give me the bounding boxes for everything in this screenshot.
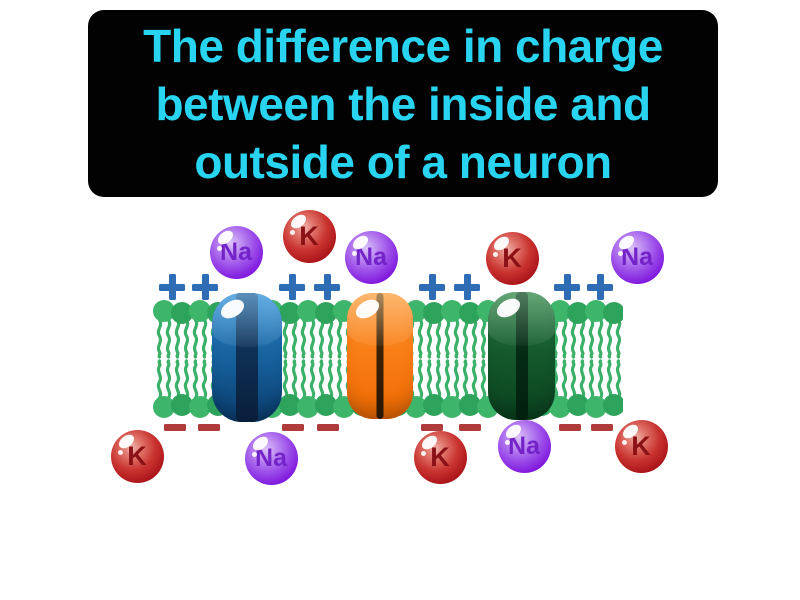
ion-label: K — [430, 441, 450, 472]
potassium-ion: K — [413, 430, 467, 484]
channel-cap — [212, 293, 282, 348]
ion-label: K — [502, 242, 522, 273]
orange-channel — [347, 293, 413, 419]
positive-charge-icon — [587, 274, 613, 300]
negative-charge-icon — [459, 424, 481, 431]
ion-label: K — [127, 440, 147, 471]
definition-box: The difference in charge between the ins… — [88, 10, 718, 197]
ion-highlight-dot — [617, 250, 623, 256]
channel-cap — [347, 293, 413, 346]
definition-line-2: between the inside and — [155, 77, 651, 130]
sodium-ion: Na — [344, 230, 398, 284]
blue-channel — [212, 293, 282, 422]
potassium-ion: K — [485, 231, 539, 285]
definition-line-1: The difference in charge — [143, 19, 663, 72]
ion-highlight-dot — [251, 451, 257, 457]
positive-charge-icon — [419, 274, 445, 300]
potassium-ion: K — [110, 429, 164, 483]
ion-highlight-dot — [492, 251, 498, 257]
negative-charge-icon — [421, 424, 443, 431]
positive-charge-icon — [554, 274, 580, 300]
positive-charge-icon — [454, 274, 480, 300]
negative-charge-icon — [591, 424, 613, 431]
ion-highlight-dot — [289, 229, 295, 235]
definition-line-3: outside of a neuron — [194, 135, 612, 188]
negative-charge-icon — [559, 424, 581, 431]
ion-highlight-dot — [420, 450, 426, 456]
sodium-ion: Na — [244, 431, 298, 485]
ion-highlight-dot — [216, 245, 222, 251]
negative-charge-icon — [198, 424, 220, 431]
negative-charge-icon — [164, 424, 186, 431]
ion-highlight-dot — [351, 250, 357, 256]
potassium-ion: K — [614, 419, 668, 473]
green-channel — [488, 292, 555, 420]
positive-charge-icon — [314, 274, 340, 300]
ion-label: K — [299, 220, 319, 251]
sodium-ion: Na — [610, 230, 664, 284]
channel-pore — [515, 292, 528, 420]
negative-charge-icon — [317, 424, 339, 431]
potassium-ion: K — [282, 209, 336, 263]
ion-label: K — [631, 430, 651, 461]
ion-highlight-dot — [621, 439, 627, 445]
positive-charge-icon — [279, 274, 305, 300]
positive-charge-icon — [192, 274, 218, 300]
channel-pore — [376, 293, 384, 419]
ion-highlight-dot — [117, 449, 123, 455]
channel-cap — [488, 292, 555, 346]
sodium-ion: Na — [209, 225, 263, 279]
ion-highlight-dot — [504, 439, 510, 445]
positive-charge-icon — [159, 274, 185, 300]
negative-charge-icon — [282, 424, 304, 431]
sodium-ion: Na — [497, 419, 551, 473]
